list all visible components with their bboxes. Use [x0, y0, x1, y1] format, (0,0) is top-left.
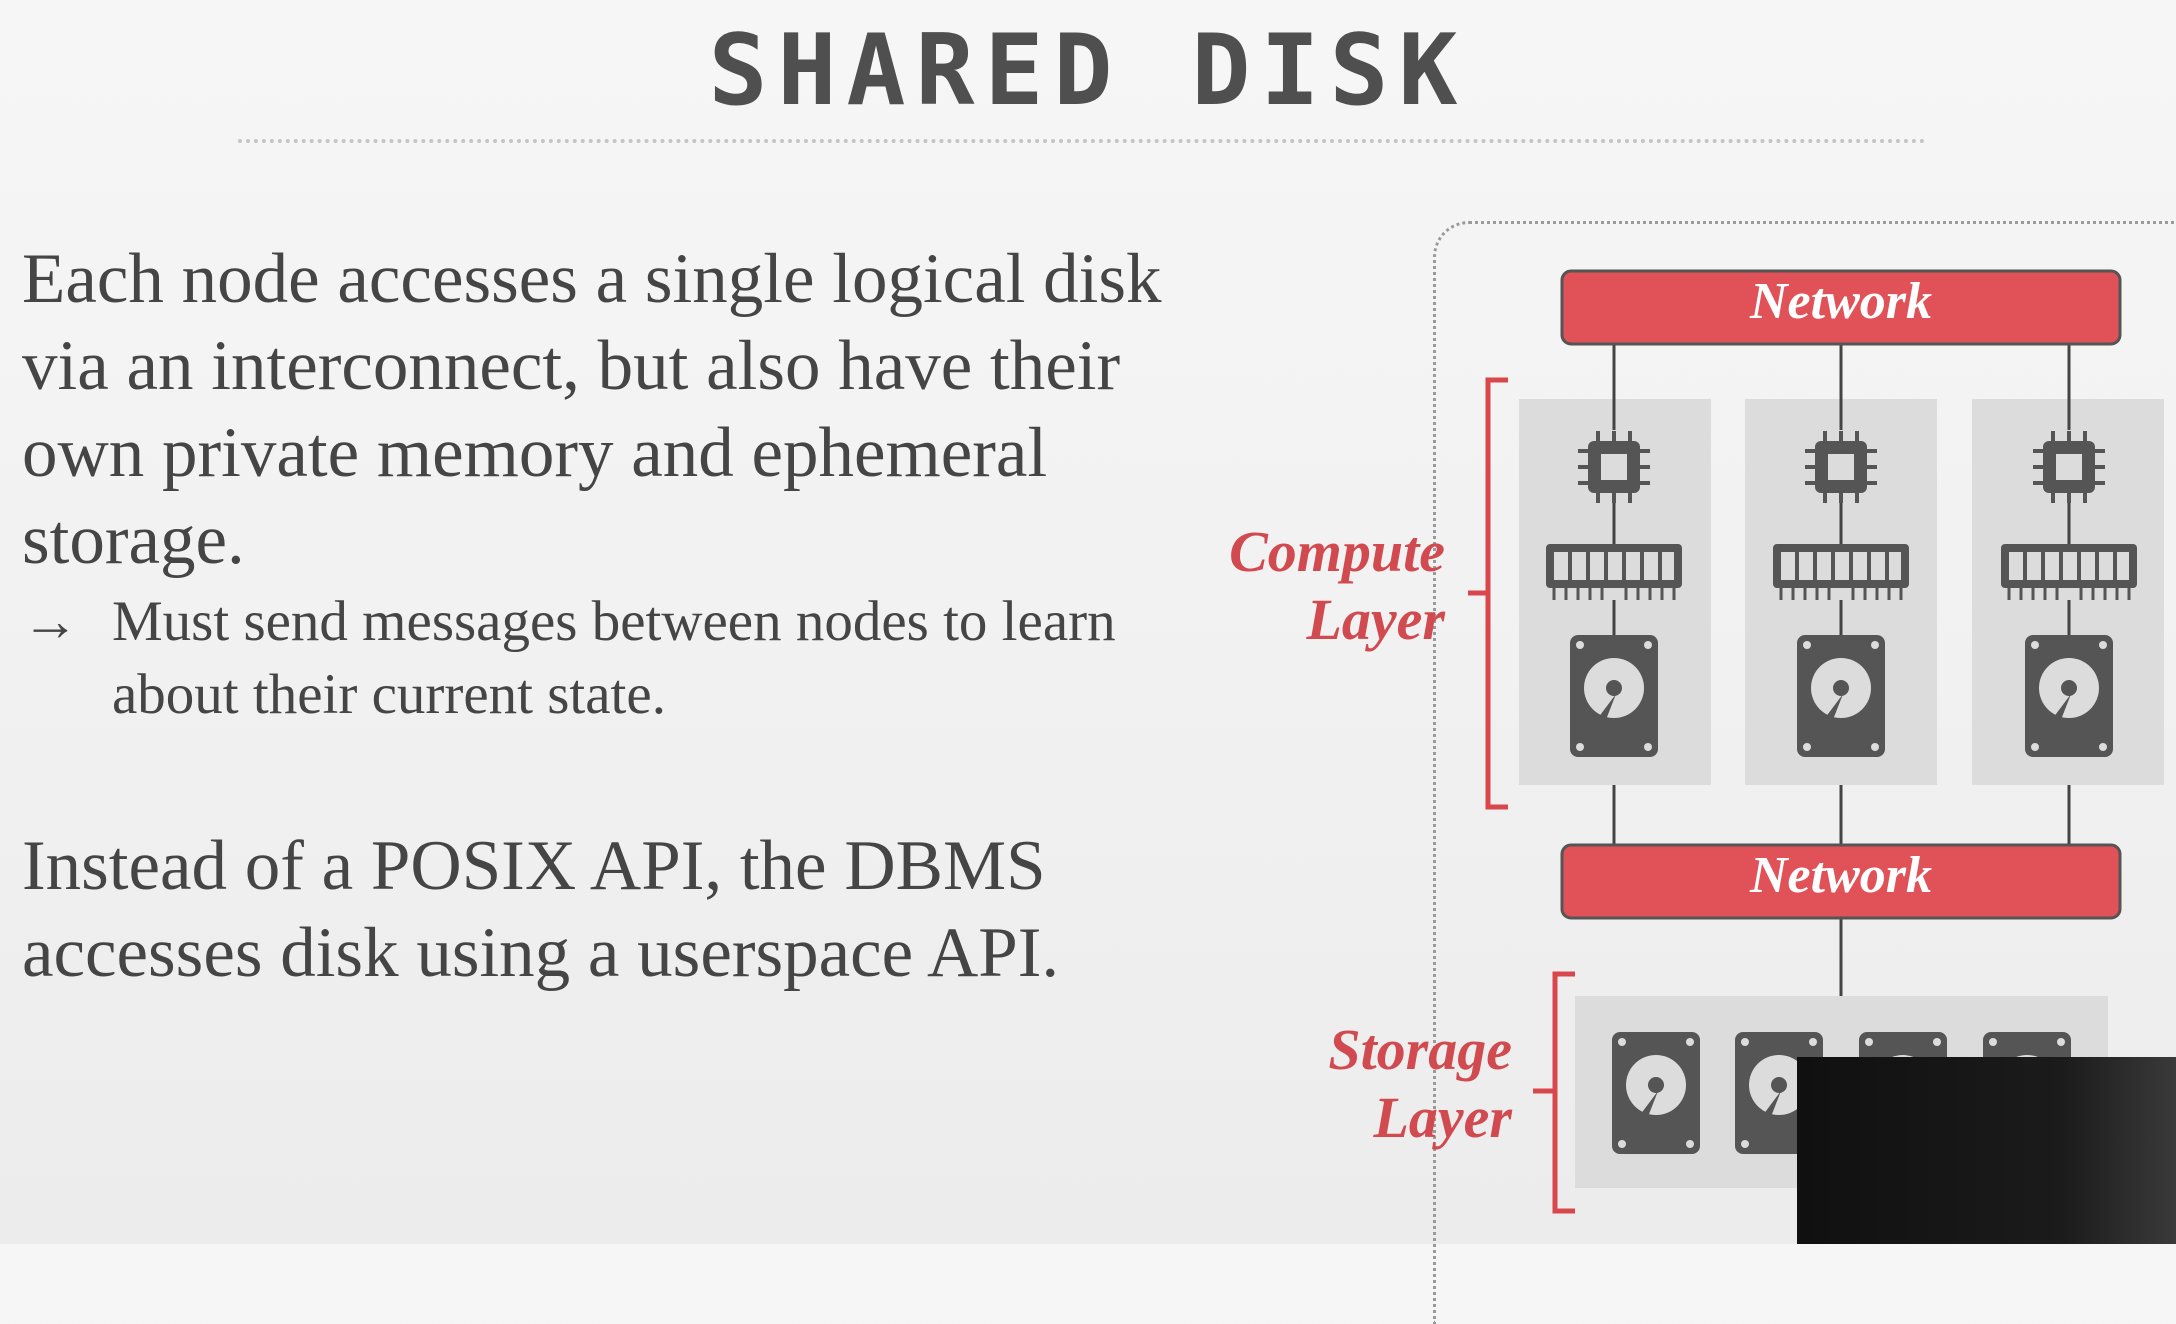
body-paragraph-2: Instead of a POSIX API, the DBMS accesse… [22, 827, 1060, 992]
title-divider [238, 139, 1926, 143]
disk-icon [1797, 635, 1885, 757]
compute-layer-label: Compute Layer [1229, 519, 1445, 652]
disk-icon [1570, 635, 1658, 757]
top-network-label: Network [1750, 273, 1932, 330]
slide-title: SHARED DISK [708, 14, 1468, 128]
disk-icon [1612, 1032, 1700, 1154]
top-network-bar [1560, 269, 2122, 346]
diagram-frame [1433, 221, 2176, 1324]
arrow-icon: → [22, 590, 79, 653]
bottom-network-label: Network [1750, 847, 1932, 904]
webcam-overlay [1797, 1057, 2176, 1244]
bullet-item: → Must send messages between nodes to le… [22, 585, 1202, 731]
storage-layer-label: Storage Layer [1328, 1017, 1512, 1150]
bullet-text: Must send messages between nodes to lear… [112, 590, 1116, 726]
compute-layer-bracket [1468, 377, 1508, 810]
bottom-network-bar [1560, 843, 2122, 920]
body-paragraph-1: Each node accesses a single logical disk… [22, 240, 1162, 579]
storage-layer-bracket [1533, 971, 1575, 1214]
disk-icon [2025, 635, 2113, 757]
